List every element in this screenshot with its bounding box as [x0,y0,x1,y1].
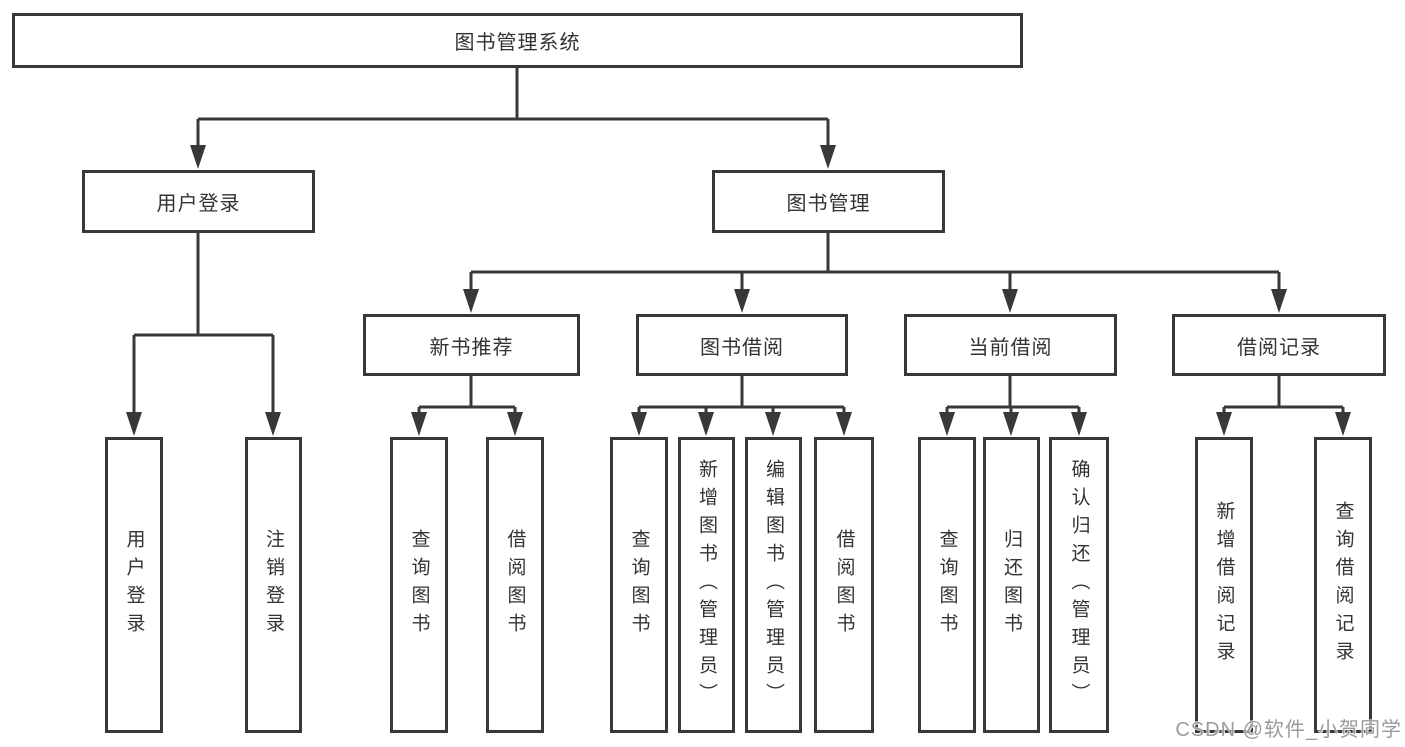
leaf-query-books-current: 查询图书 [918,437,976,733]
leaf-logout: 注销登录 [245,437,302,733]
leaf-user-login: 用户登录 [105,437,163,733]
node-book-borrow: 图书借阅 [636,314,848,376]
leaf-edit-books-admin: 编辑图书（管理员） [745,437,802,733]
node-user-login: 用户登录 [82,170,315,233]
leaf-add-borrow-record-label: 新增借阅记录 [1213,501,1235,669]
leaf-user-login-label: 用户登录 [123,529,145,641]
leaf-add-books-admin: 新增图书（管理员） [678,437,735,733]
leaf-return-books: 归还图书 [983,437,1040,733]
leaf-query-books-borrow-label: 查询图书 [628,529,650,641]
leaf-query-books-recommend-label: 查询图书 [408,529,430,641]
node-current-borrow: 当前借阅 [904,314,1117,376]
leaf-query-books-current-label: 查询图书 [936,529,958,641]
leaf-confirm-return-admin: 确认归还（管理员） [1049,437,1109,733]
leaf-query-borrow-record: 查询借阅记录 [1314,437,1372,733]
node-library-management-system: 图书管理系统 [12,13,1023,68]
watermark-text: CSDN @软件_小贺同学 [1175,719,1402,741]
leaf-borrow-books-label: 借阅图书 [833,529,855,641]
connector-strokes [132,68,1345,415]
leaf-edit-books-admin-label: 编辑图书（管理员） [763,459,784,711]
leaf-borrow-books-recommend: 借阅图书 [486,437,544,733]
arrowhead-icons [126,145,1351,436]
leaf-query-books-recommend: 查询图书 [390,437,448,733]
leaf-query-books-borrow: 查询图书 [610,437,668,733]
leaf-add-books-admin-label: 新增图书（管理员） [696,459,717,711]
leaf-logout-label: 注销登录 [263,529,284,641]
node-borrow-records: 借阅记录 [1172,314,1386,376]
leaf-return-books-label: 归还图书 [1001,529,1022,641]
node-new-book-recommend: 新书推荐 [363,314,580,376]
leaf-borrow-books-recommend-label: 借阅图书 [504,529,526,641]
leaf-borrow-books: 借阅图书 [814,437,874,733]
leaf-confirm-return-admin-label: 确认归还（管理员） [1068,459,1090,711]
leaf-add-borrow-record: 新增借阅记录 [1195,437,1253,733]
leaf-query-borrow-record-label: 查询借阅记录 [1332,501,1354,669]
node-book-management: 图书管理 [712,170,945,233]
